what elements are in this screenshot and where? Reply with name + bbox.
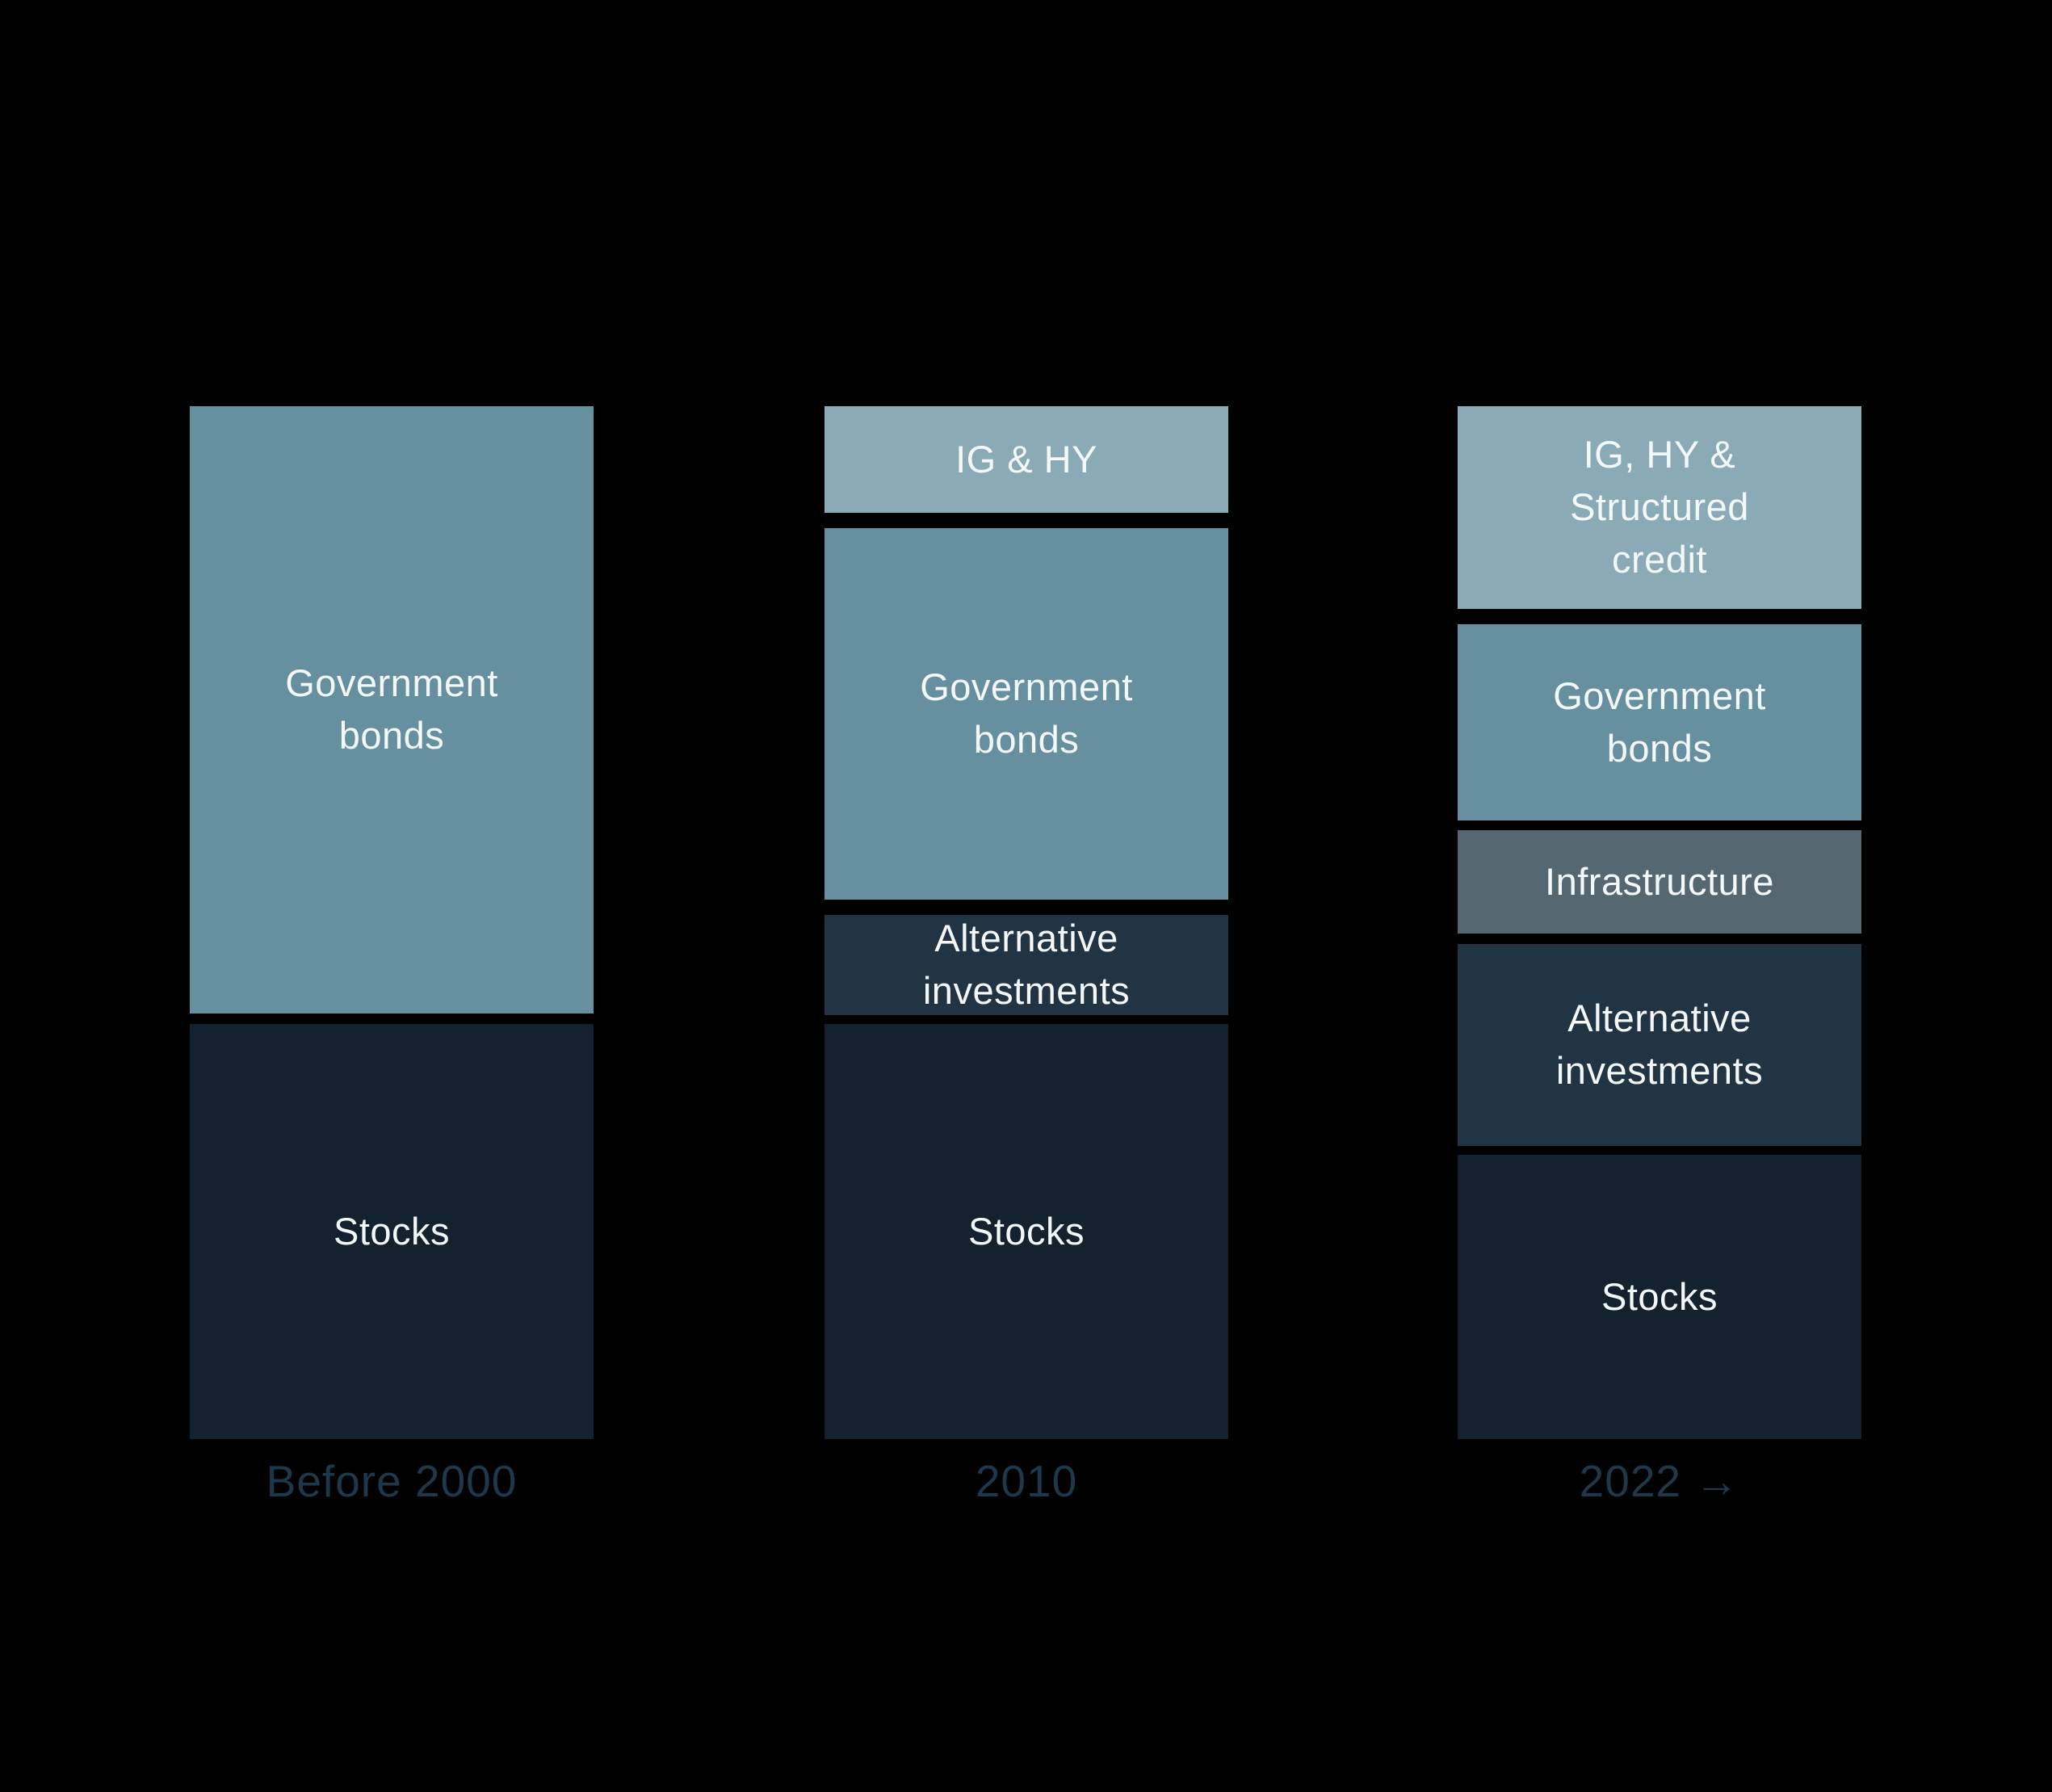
block-government-bonds: Government bonds bbox=[825, 528, 1228, 900]
block-infrastructure: Infrastructure bbox=[1458, 830, 1861, 934]
block-ig-hy: IG & HY bbox=[825, 406, 1228, 513]
block-stocks: Stocks bbox=[825, 1024, 1228, 1439]
block-ig-hy-structured-credit: IG, HY & Structured credit bbox=[1458, 406, 1861, 609]
block-alternative-investments: Alternative investments bbox=[1458, 944, 1861, 1146]
block-stocks: Stocks bbox=[190, 1024, 594, 1439]
block-alternative-investments: Alternative investments bbox=[825, 915, 1228, 1015]
x-axis-label-0: Before 2000 bbox=[266, 1456, 518, 1506]
block-government-bonds: Government bonds bbox=[1458, 624, 1861, 820]
block-government-bonds: Government bonds bbox=[190, 406, 594, 1014]
x-axis-label-2: 2022 → bbox=[1579, 1456, 1740, 1506]
block-stocks: Stocks bbox=[1458, 1155, 1861, 1439]
x-axis-label-1: 2010 bbox=[975, 1456, 1078, 1506]
